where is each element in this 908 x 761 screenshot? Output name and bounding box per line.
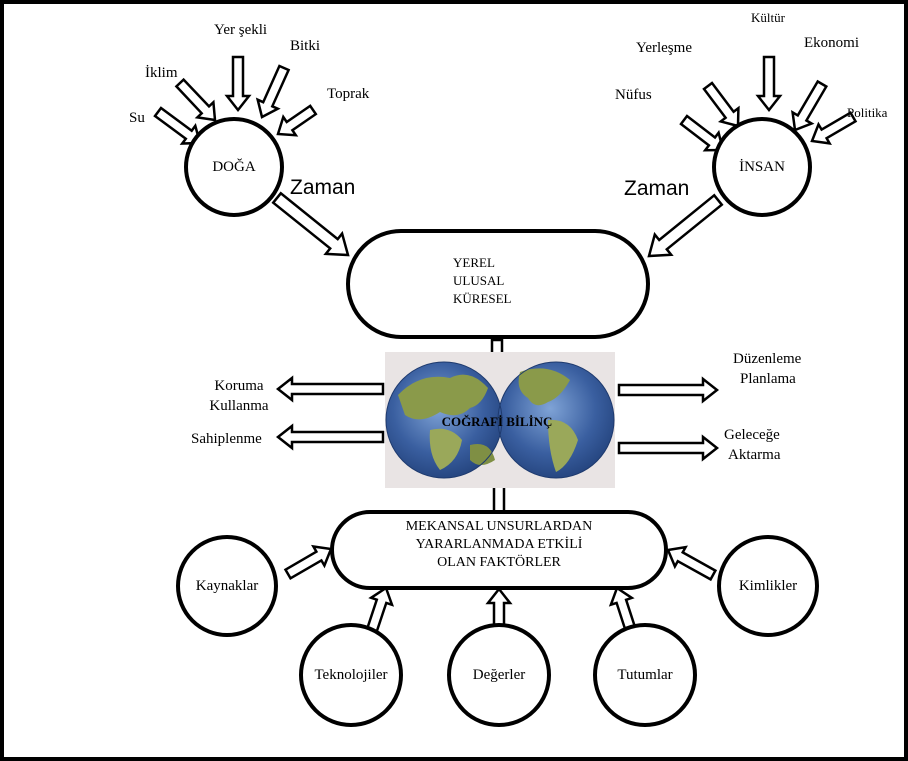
input-label-toprak: Toprak bbox=[327, 86, 370, 102]
arrow-tutumlar bbox=[608, 586, 637, 632]
factors-line-1: MEKANSAL UNSURLARDAN bbox=[405, 519, 593, 534]
kimlikler-node bbox=[717, 535, 819, 637]
input-label-yerlesme: Yerleşme bbox=[636, 40, 692, 56]
scale-ulusal: ULUSAL bbox=[453, 273, 505, 288]
output-planlama: Planlama bbox=[740, 371, 796, 387]
tutumlar-label: Tutumlar bbox=[617, 667, 673, 683]
input-label-yer-sekli: Yer şekli bbox=[214, 22, 268, 38]
kaynaklar-label: Kaynaklar bbox=[195, 578, 259, 594]
arrow-koruma bbox=[275, 375, 385, 403]
arrow-toprak bbox=[276, 104, 318, 137]
arrows bbox=[153, 55, 858, 634]
degerler-node bbox=[447, 623, 551, 727]
input-label-politika: Politika bbox=[847, 105, 888, 120]
arrow-ekonomi bbox=[791, 79, 829, 132]
arrow-teknolojiler bbox=[365, 586, 395, 634]
kaynaklar-node bbox=[176, 535, 278, 637]
insan-label: İNSAN bbox=[739, 159, 785, 175]
doga-node bbox=[184, 117, 284, 217]
arrow-kaynaklar bbox=[283, 544, 333, 581]
kimlikler-label: Kimlikler bbox=[738, 578, 798, 594]
arrow-iklim bbox=[174, 77, 217, 122]
output-aktarma: Aktarma bbox=[728, 447, 781, 463]
teknolojiler-label: Teknolojiler bbox=[314, 667, 388, 683]
arrow-gelecege bbox=[617, 434, 720, 462]
factors-node bbox=[330, 510, 668, 590]
arrow-bitki bbox=[255, 64, 291, 119]
output-koruma: Koruma bbox=[214, 378, 264, 394]
tutumlar-node bbox=[593, 623, 697, 727]
factors-line-3: OLAN FAKTÖRLER bbox=[437, 555, 561, 570]
insan-node bbox=[712, 117, 812, 217]
arrow-yer-sekli bbox=[224, 55, 252, 113]
input-label-nufus: Nüfus bbox=[615, 87, 652, 103]
input-label-ekonomi: Ekonomi bbox=[804, 35, 859, 51]
scale-yerel: YEREL bbox=[453, 255, 495, 270]
output-sahiplenme: Sahiplenme bbox=[191, 431, 262, 447]
scale-node bbox=[346, 229, 650, 339]
factors-labels: MEKANSAL UNSURLARDAN YARARLANMADA ETKİLİ… bbox=[340, 518, 658, 572]
degerler-label: Değerler bbox=[472, 667, 526, 683]
arrow-yerlesme bbox=[702, 81, 740, 128]
arrow-sahiplenme bbox=[275, 423, 385, 451]
input-label-iklim: İklim bbox=[145, 65, 178, 81]
time-label-left: Zaman bbox=[290, 176, 356, 199]
scale-kuresel: KÜRESEL bbox=[453, 291, 512, 306]
factors-line-2: YARARLANMADA ETKİLİ bbox=[415, 537, 583, 552]
arrow-zaman-left bbox=[271, 191, 350, 257]
teknolojiler-node bbox=[299, 623, 403, 727]
center-label: COĞRAFİ BİLİNÇ bbox=[441, 414, 553, 429]
input-label-kultur: Kültür bbox=[751, 10, 785, 25]
arrow-zaman-right bbox=[647, 193, 724, 258]
input-label-su: Su bbox=[129, 110, 145, 126]
globe-graphic bbox=[385, 352, 615, 488]
arrow-nufus bbox=[679, 114, 725, 152]
arrow-duzenleme bbox=[617, 376, 720, 404]
arrow-politika bbox=[810, 110, 858, 145]
input-label-bitki: Bitki bbox=[290, 38, 321, 54]
time-label-right: Zaman bbox=[624, 177, 690, 200]
scale-labels: YEREL ULUSAL KÜRESEL bbox=[453, 254, 543, 308]
output-duzenleme: Düzenleme bbox=[733, 351, 802, 367]
output-kullanma: Kullanma bbox=[209, 398, 269, 414]
arrow-kimlikler bbox=[666, 545, 718, 582]
arrow-degerler bbox=[485, 586, 513, 628]
output-gelecege: Geleceğe bbox=[724, 427, 780, 443]
doga-label: DOĞA bbox=[212, 159, 256, 175]
arrow-kultur bbox=[755, 55, 783, 113]
